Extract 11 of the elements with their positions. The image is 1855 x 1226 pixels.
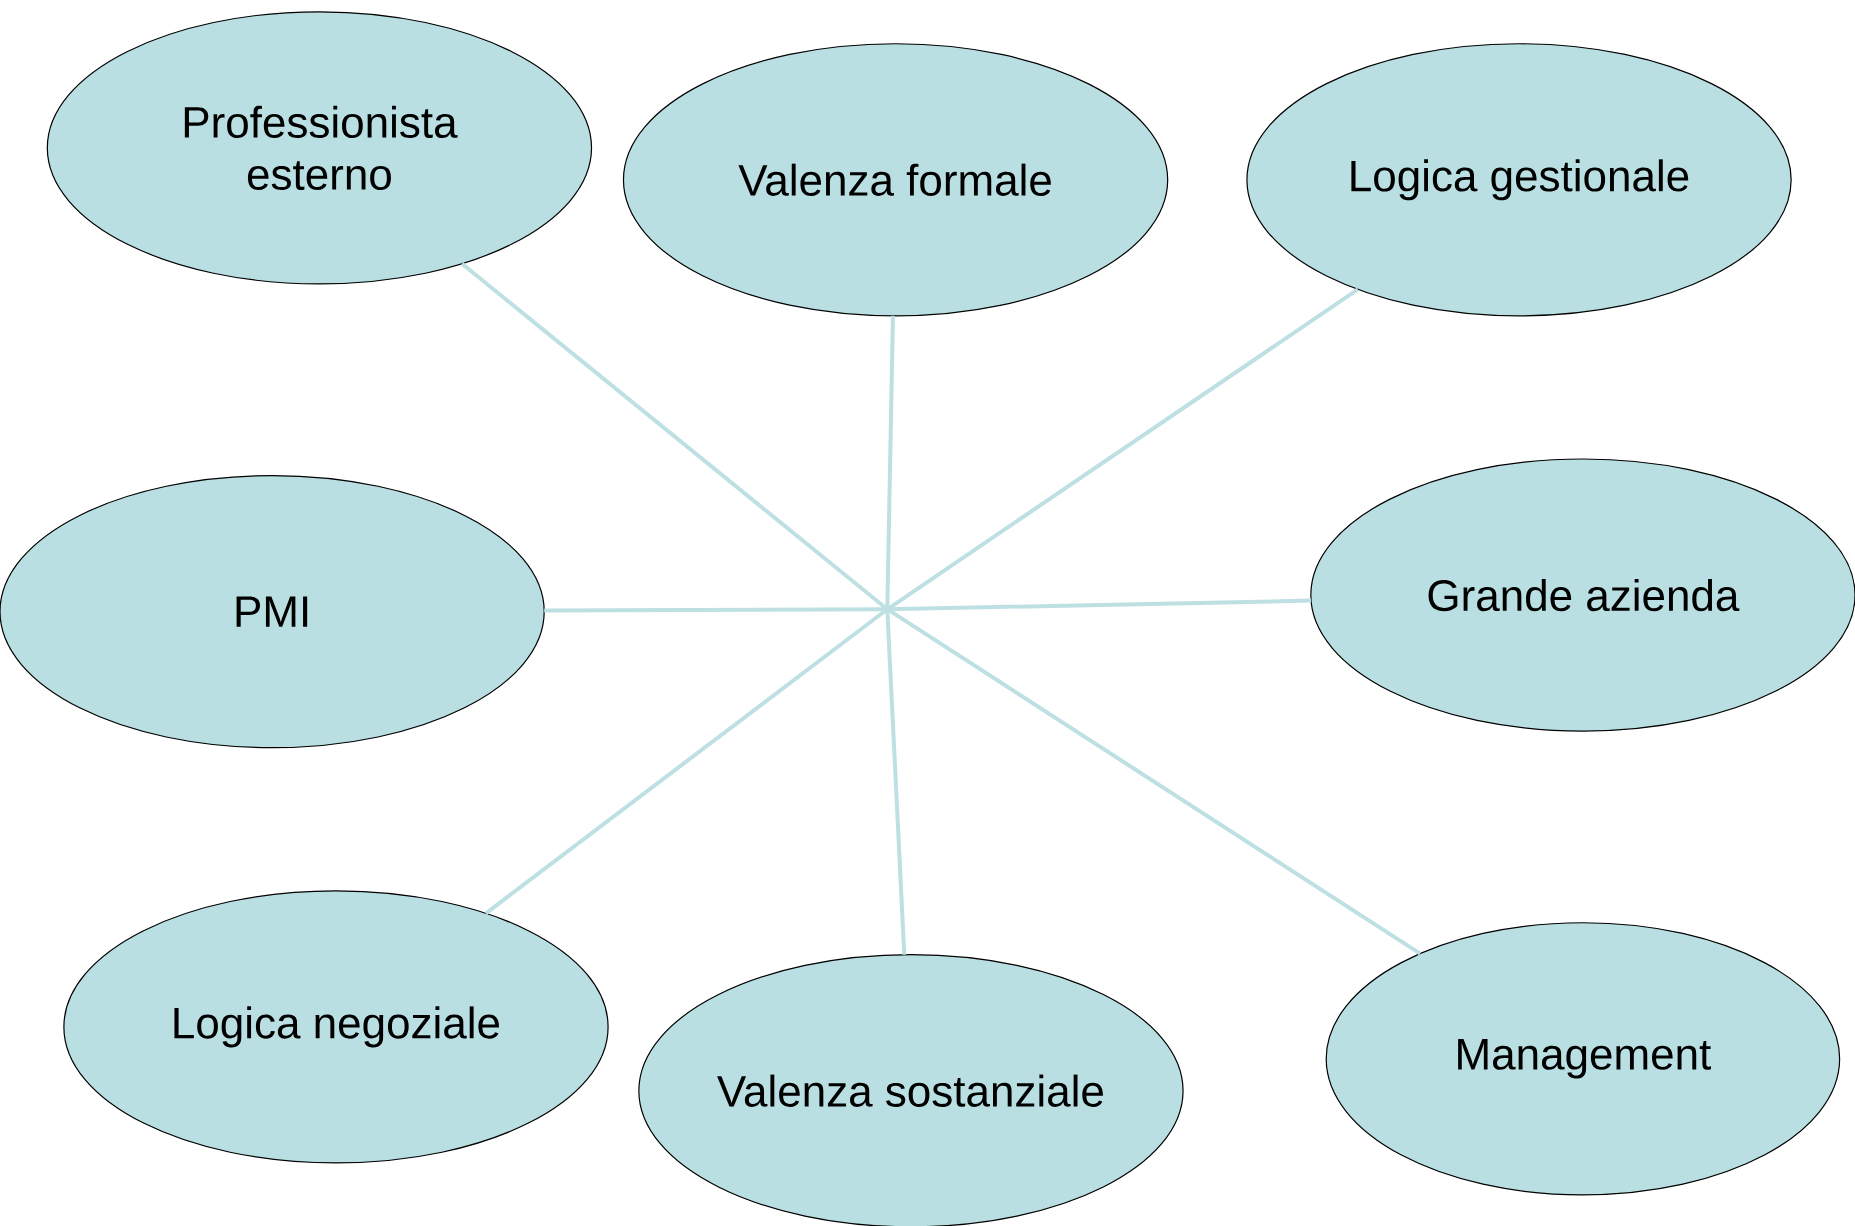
ellipse-node: Professionista esterno — [46, 11, 593, 285]
ellipse-node: Valenza sostanziale — [638, 954, 1184, 1226]
ellipse-node: Management — [1325, 922, 1841, 1196]
ellipse-node: Grande azienda — [1310, 458, 1855, 732]
connector-line — [885, 315, 907, 955]
ellipse-node: Logica gestionale — [1246, 43, 1792, 317]
connector-line — [484, 287, 1359, 915]
ellipse-node: Logica negoziale — [63, 890, 609, 1164]
ellipse-node: Valenza formale — [622, 43, 1169, 317]
connector-line — [544, 598, 1312, 613]
connector-line — [460, 262, 1422, 956]
